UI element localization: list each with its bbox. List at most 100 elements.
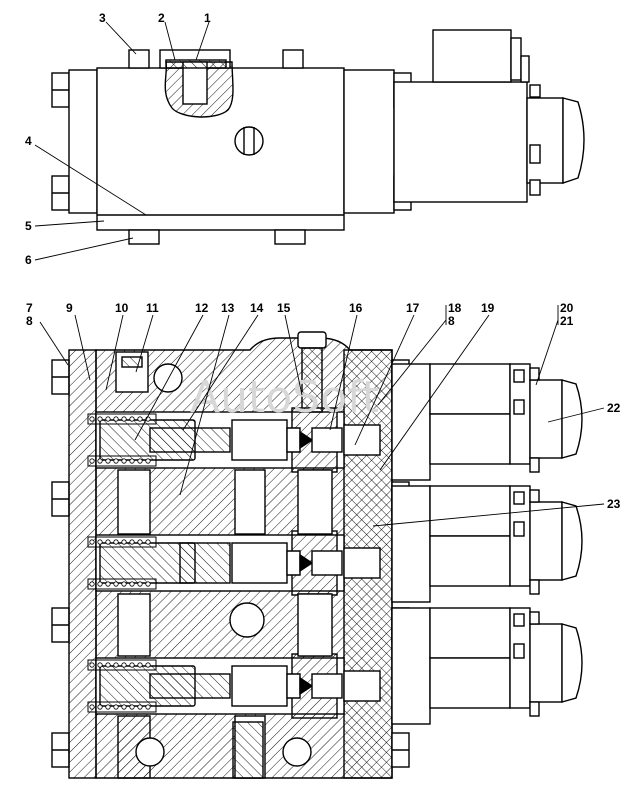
callout-8b: 8 — [448, 314, 455, 328]
solenoid-end-cap — [562, 97, 585, 184]
spring-coil — [121, 581, 127, 587]
section-view — [51, 331, 583, 779]
coil-terminal-mid — [529, 144, 541, 164]
spring-coil — [105, 704, 111, 710]
callout-22: 22 — [607, 401, 621, 415]
callout-5: 5 — [25, 219, 32, 233]
spring-coil — [113, 416, 119, 422]
solenoid-housing-top — [393, 81, 528, 203]
spring-coil — [105, 662, 111, 668]
spring-coil — [145, 458, 151, 464]
spring-coil — [97, 704, 103, 710]
spring-coil — [113, 539, 119, 545]
solenoid-cap — [529, 379, 563, 459]
spring-coil — [145, 539, 151, 545]
callout-14: 14 — [250, 301, 264, 315]
callout-11: 11 — [146, 301, 159, 315]
port-hole-lower-left — [135, 737, 165, 767]
spring-coil — [145, 704, 151, 710]
callout-17: 17 — [406, 301, 420, 315]
spring-coil — [121, 539, 127, 545]
spring-coil — [89, 458, 95, 464]
spring-coil — [89, 581, 95, 587]
spring-coil — [105, 539, 111, 545]
top-bolt-right — [282, 49, 304, 69]
solenoid-unit — [391, 485, 583, 603]
seal-ring — [165, 59, 227, 69]
section-callouts — [39, 305, 605, 527]
bottom-bolt-left — [128, 229, 160, 245]
coil-block-lower — [429, 657, 511, 709]
solenoid-connector — [432, 29, 512, 83]
spring-coils — [89, 416, 151, 710]
spring-coil — [97, 416, 103, 422]
spring-coil — [137, 416, 143, 422]
callout-6: 6 — [25, 253, 32, 267]
callout-10: 10 — [115, 301, 129, 315]
callout-1: 1 — [204, 11, 211, 25]
spring-coil — [113, 581, 119, 587]
connector-pin — [520, 55, 530, 83]
coil-terminal-lower — [529, 179, 541, 196]
plungers — [343, 424, 381, 702]
coil-block-upper — [429, 607, 511, 659]
spring-coil — [137, 539, 143, 545]
spring-coil — [137, 581, 143, 587]
connector-tab — [510, 37, 522, 81]
coil-block-lower — [429, 413, 511, 465]
spring-coil — [113, 662, 119, 668]
watermark-text: AutoSoft — [190, 372, 379, 423]
spring-coil — [129, 581, 135, 587]
callout-13: 13 — [221, 301, 235, 315]
solenoid-cap — [529, 623, 563, 703]
solenoid-unit — [391, 607, 583, 725]
top-view — [51, 29, 585, 245]
right-end-block — [343, 69, 395, 214]
adjusting-screw-head — [234, 126, 264, 156]
spring-coil — [89, 704, 95, 710]
spring-coil — [145, 581, 151, 587]
solenoid-coil-cap — [526, 97, 564, 184]
spring-coil — [121, 416, 127, 422]
bottom-bolt-right — [274, 229, 306, 245]
coil-terminal-upper — [529, 84, 541, 98]
callout-7: 7 — [26, 301, 33, 315]
callout-9: 9 — [66, 301, 73, 315]
spring-coil — [129, 539, 135, 545]
port-hole-lower-right — [282, 737, 312, 767]
spring-coil — [89, 539, 95, 545]
check-ball — [229, 602, 265, 638]
spools — [99, 419, 231, 707]
spring-coil — [97, 458, 103, 464]
callout-2: 2 — [158, 11, 165, 25]
coil-block-upper — [429, 363, 511, 415]
spring-coil — [129, 704, 135, 710]
spring-coil — [113, 704, 119, 710]
solenoids — [391, 363, 583, 725]
poppets — [286, 427, 343, 699]
spring-coil — [105, 416, 111, 422]
spring-coil — [121, 458, 127, 464]
port-hole-upper — [153, 363, 183, 393]
callout-18: 18 — [448, 301, 462, 315]
spring-coil — [97, 539, 103, 545]
callout-8a: 8 — [26, 314, 33, 328]
left-bolts — [51, 359, 70, 768]
spring-coil — [129, 662, 135, 668]
spring-coil — [113, 458, 119, 464]
spring-coil — [105, 581, 111, 587]
left-end-plate — [68, 69, 98, 214]
spring-coil — [97, 581, 103, 587]
spring-coil — [137, 458, 143, 464]
spring-coil — [105, 458, 111, 464]
spring-coil — [121, 662, 127, 668]
springs — [87, 413, 157, 713]
spring-coil — [89, 416, 95, 422]
spring-coil — [137, 662, 143, 668]
adjusting-screw — [297, 331, 327, 349]
spring-coil — [145, 662, 151, 668]
bottom-plug — [232, 721, 264, 779]
callout-12: 12 — [195, 301, 209, 315]
